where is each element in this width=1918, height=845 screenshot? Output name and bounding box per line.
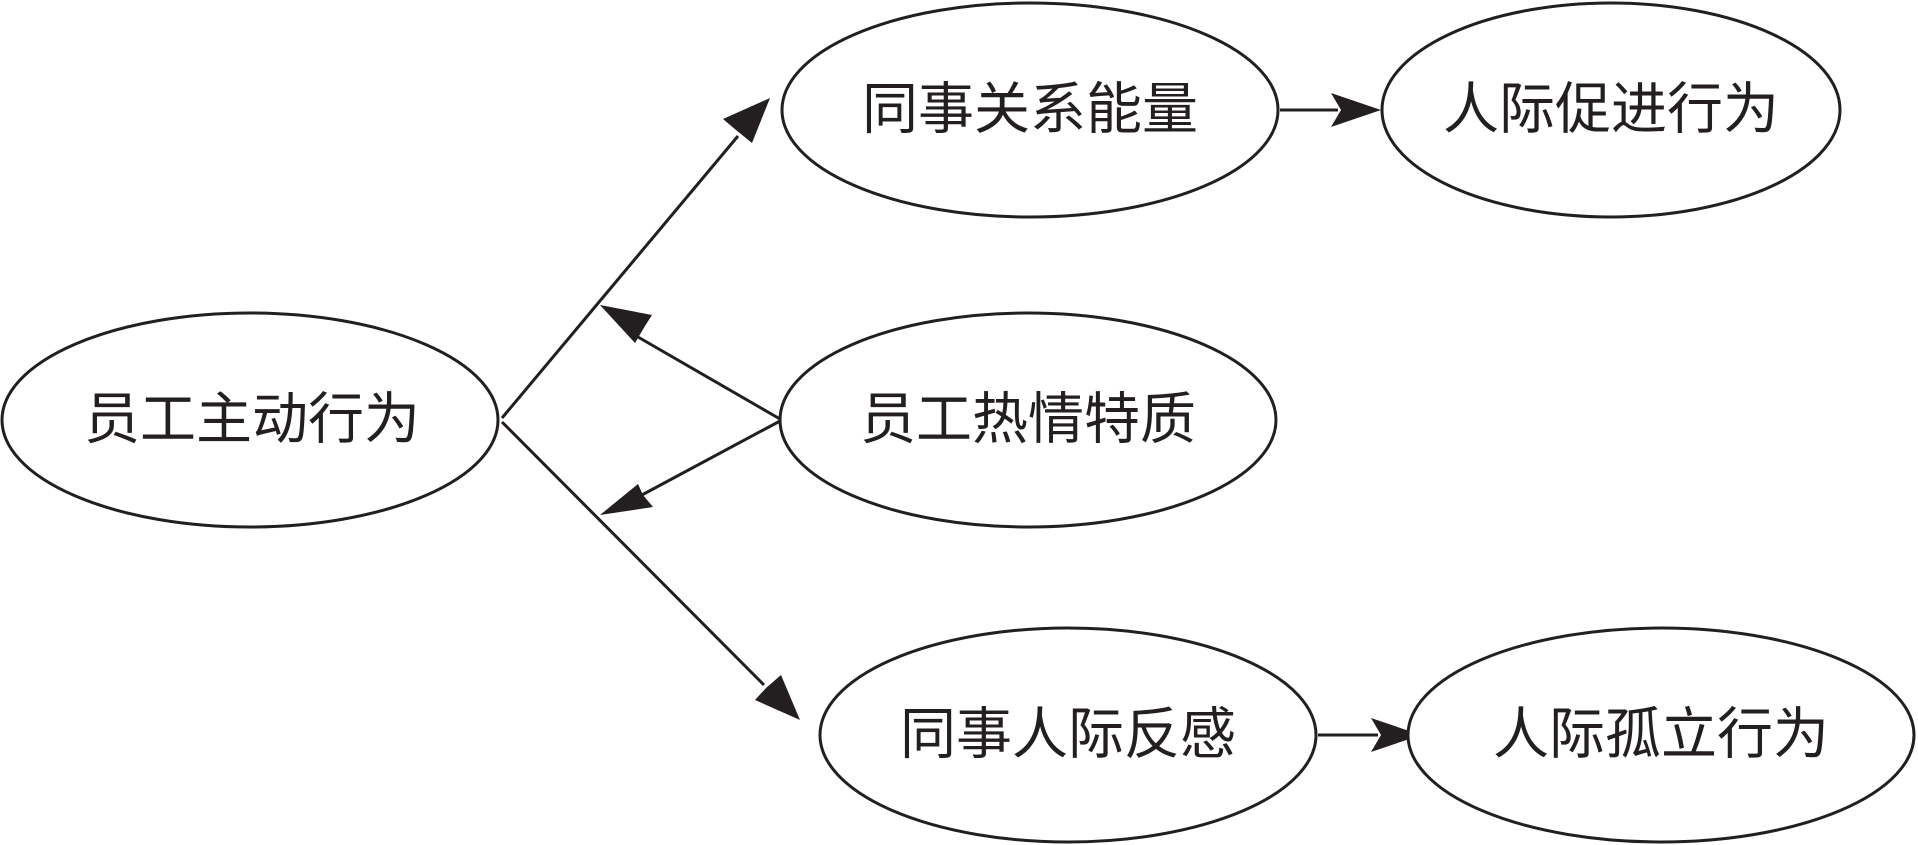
arrowhead-icon	[723, 98, 770, 143]
node-proactive-behavior: 员工主动行为	[0, 311, 500, 529]
node-shape	[818, 626, 1318, 844]
node-shape	[778, 311, 1278, 529]
node-label: 人际促进行为	[1443, 78, 1779, 143]
edge-proactive-to-aversion	[500, 420, 766, 687]
node-label: 人际孤立行为	[1493, 703, 1829, 768]
arrowhead-icon	[600, 305, 652, 343]
edge-proactive-to-energy	[500, 135, 740, 419]
arrowhead-icon	[600, 484, 653, 515]
node-shape	[0, 311, 500, 529]
node-shape	[780, 1, 1280, 219]
node-label: 员工热情特质	[860, 388, 1196, 453]
node-label: 同事关系能量	[862, 78, 1198, 143]
node-shape	[1380, 1, 1842, 219]
node-interpersonal-promotion: 人际促进行为	[1380, 1, 1842, 219]
node-label: 同事人际反感	[900, 703, 1236, 768]
edges	[500, 93, 1421, 752]
arrowhead-icon	[755, 675, 800, 720]
node-interpersonal-isolation: 人际孤立行为	[1406, 626, 1916, 844]
node-interpersonal-aversion: 同事人际反感	[818, 626, 1318, 844]
arrowhead-icon	[1371, 718, 1421, 752]
node-passion-trait: 员工热情特质	[778, 311, 1278, 529]
node-label: 员工主动行为	[84, 388, 420, 453]
edge-passion-to-lower-path	[639, 419, 781, 498]
arrowhead-icon	[1331, 93, 1381, 127]
edge-passion-to-upper-path	[637, 335, 781, 421]
node-shape	[1406, 626, 1916, 844]
node-relational-energy: 同事关系能量	[780, 1, 1280, 219]
